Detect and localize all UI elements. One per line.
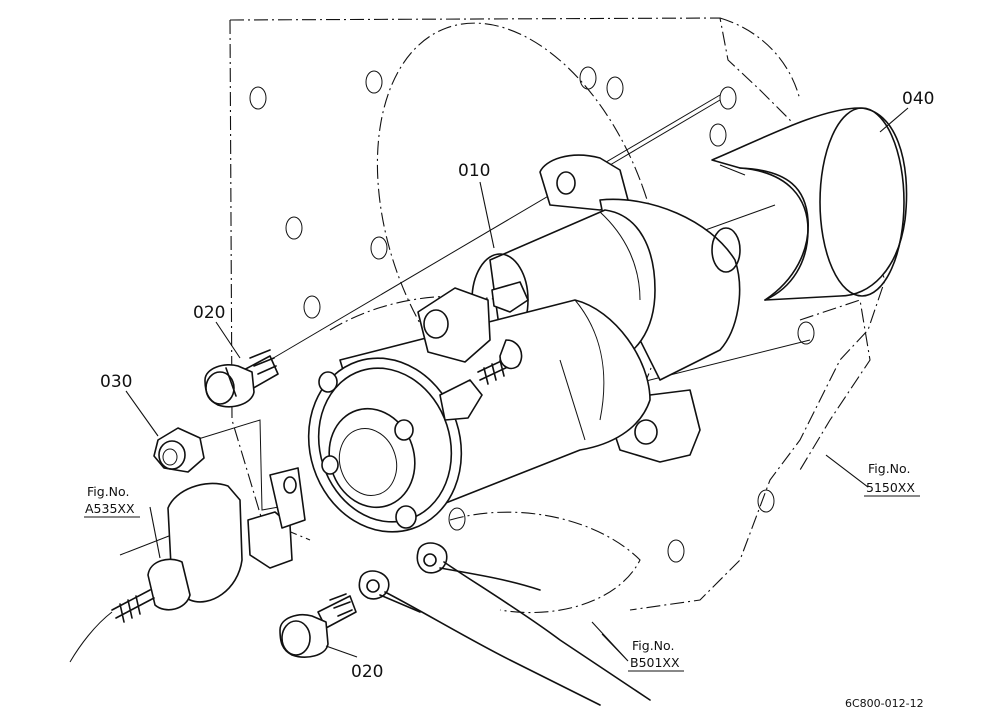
fig-ref-caption: Fig.No.: [868, 461, 910, 476]
fig-ref-5150xx: Fig.No. 5150XX: [864, 461, 920, 497]
callout-040: 040: [902, 89, 934, 109]
bolt-020-lower: [279, 593, 357, 658]
fig-ref-code: 5150XX: [866, 480, 915, 495]
cover-040: [711, 107, 908, 301]
callout-030: 030: [100, 372, 132, 392]
switch-assembly: [69, 467, 306, 663]
battery-cable: [358, 542, 651, 706]
fig-ref-code: A535XX: [85, 501, 135, 516]
starter-motor-010: [307, 154, 741, 533]
housing-bolt-holes: [249, 66, 815, 563]
leader-lines: [125, 107, 909, 662]
fig-ref-code: B501XX: [630, 655, 680, 670]
fig-ref-caption: Fig.No.: [87, 484, 129, 499]
bolt-020-upper: [204, 349, 279, 408]
callout-labels: 010 020 030 040 020: [100, 89, 934, 682]
callout-010: 010: [458, 161, 490, 181]
callout-020-lower: 020: [351, 662, 383, 682]
drawing-number: 6C800-012-12: [845, 697, 924, 710]
callout-020-upper: 020: [193, 303, 225, 323]
fig-ref-b501xx: Fig.No. B501XX: [628, 638, 684, 672]
nut-030: [153, 427, 205, 473]
fig-ref-caption: Fig.No.: [632, 638, 674, 653]
fig-ref-a535xx: Fig.No. A535XX: [84, 484, 140, 518]
